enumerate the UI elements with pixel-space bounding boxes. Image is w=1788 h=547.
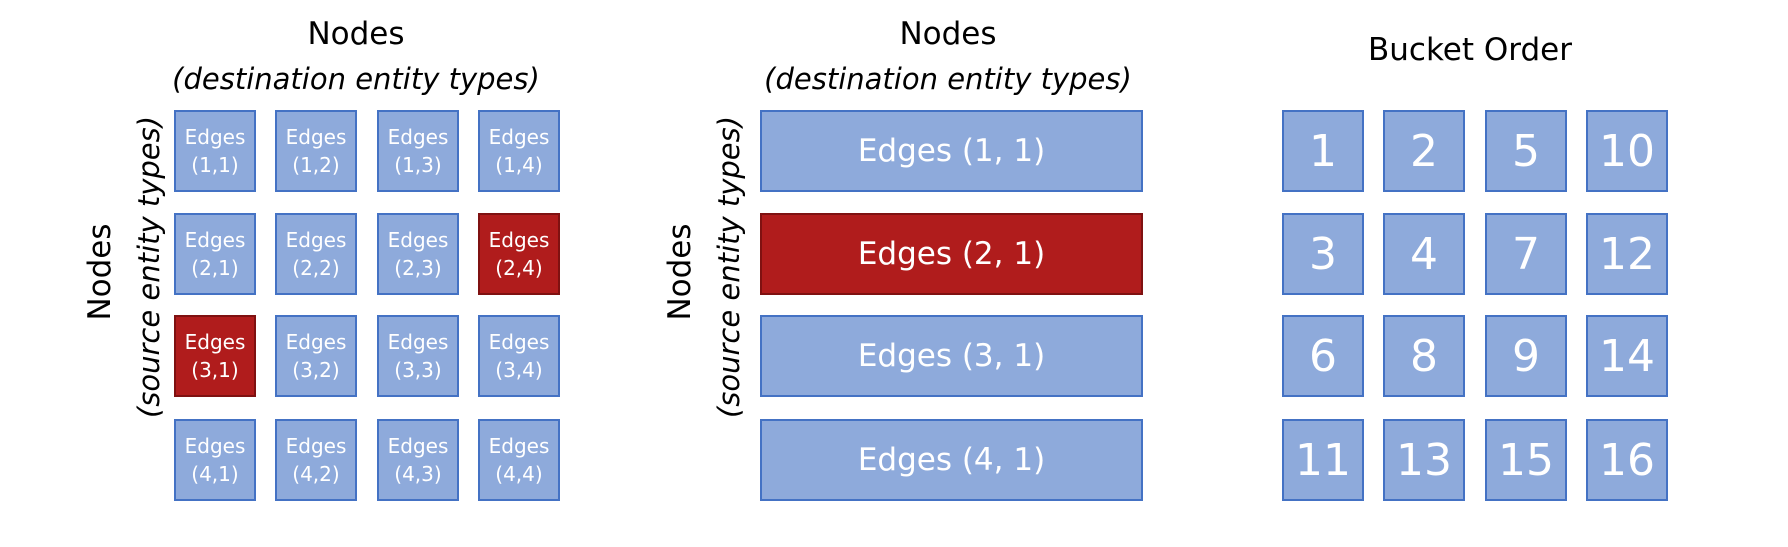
edge-cell-label: Edges [488, 434, 550, 458]
edge-row: Edges (1, 1) [760, 110, 1143, 192]
edge-cell-index: (4,3) [394, 462, 442, 486]
bucket-number: 16 [1599, 434, 1655, 486]
edge-cell: Edges (1,2) [275, 110, 357, 192]
panel1-title: Nodes [307, 16, 405, 52]
bucket-cell: 11 [1282, 419, 1364, 501]
edge-row: Edges (3, 1) [760, 315, 1143, 397]
edge-cell-index: (3,4) [495, 358, 543, 382]
edge-cell-label: Edges [184, 125, 246, 149]
edge-cell-index: (2,2) [292, 256, 340, 280]
bucket-number: 4 [1410, 228, 1438, 280]
panel1-subtitle: (destination entity types) [172, 62, 540, 96]
bucket-number: 14 [1599, 330, 1655, 382]
edge-cell-label: Edges [285, 228, 347, 252]
edge-cell-label: Edges [387, 434, 449, 458]
panel1-ylabel: Nodes [82, 223, 118, 321]
edge-cell-label: Edges [488, 125, 550, 149]
edge-cell: Edges (1,4) [478, 110, 560, 192]
edge-cell-label: Edges [285, 330, 347, 354]
edge-cell: Edges (1,3) [377, 110, 459, 192]
bucket-number: 15 [1498, 434, 1554, 486]
edge-cell-label: Edges [184, 330, 246, 354]
bucket-cell: 8 [1383, 315, 1465, 397]
bucket-cell: 14 [1586, 315, 1668, 397]
edge-cell-label: Edges [488, 228, 550, 252]
edge-cell: Edges (3,4) [478, 315, 560, 397]
edge-cell-index: (4,4) [495, 462, 543, 486]
edge-row-label: Edges (1, 1) [857, 133, 1046, 169]
edge-cell-index: (1,3) [394, 153, 442, 177]
bucket-cell: 16 [1586, 419, 1668, 501]
edge-row-label: Edges (2, 1) [857, 236, 1046, 272]
bucket-number: 7 [1512, 228, 1540, 280]
edge-cell-index: (3,1) [191, 358, 239, 382]
bucket-number: 2 [1410, 125, 1438, 177]
bucket-cell: 1 [1282, 110, 1364, 192]
bucket-number: 5 [1512, 125, 1540, 177]
bucket-number: 8 [1410, 330, 1438, 382]
edge-cell: Edges (2,4) [478, 213, 560, 295]
edge-cell-label: Edges [285, 434, 347, 458]
edge-cell-label: Edges [488, 330, 550, 354]
edge-cell-index: (2,4) [495, 256, 543, 280]
edge-cell: Edges (2,3) [377, 213, 459, 295]
edge-cell-index: (2,3) [394, 256, 442, 280]
bucket-cell: 6 [1282, 315, 1364, 397]
bucket-cell: 2 [1383, 110, 1465, 192]
bucket-number: 11 [1295, 434, 1351, 486]
edge-cell: Edges (4,2) [275, 419, 357, 501]
edge-cell-index: (4,1) [191, 462, 239, 486]
edge-cell-index: (1,1) [191, 153, 239, 177]
panel1-ysub: (source entity types) [132, 115, 166, 419]
bucket-number: 6 [1309, 330, 1337, 382]
edge-cell-index: (1,2) [292, 153, 340, 177]
edge-row-label: Edges (4, 1) [857, 442, 1046, 478]
edge-cell-label: Edges [387, 125, 449, 149]
bucket-number: 13 [1396, 434, 1452, 486]
bucket-number: 9 [1512, 330, 1540, 382]
bucket-cell: 4 [1383, 213, 1465, 295]
panel2-title: Nodes [899, 16, 997, 52]
edge-cell: Edges (4,3) [377, 419, 459, 501]
edge-cell-label: Edges [285, 125, 347, 149]
edge-cell: Edges (4,1) [174, 419, 256, 501]
edge-cell: Edges (3,2) [275, 315, 357, 397]
panel2-subtitle: (destination entity types) [764, 62, 1132, 96]
bucket-cell: 15 [1485, 419, 1567, 501]
edge-row: Edges (2, 1) [760, 213, 1143, 295]
panel3-title: Bucket Order [1368, 32, 1572, 68]
edge-cell-index: (2,1) [191, 256, 239, 280]
bucket-number: 12 [1599, 228, 1655, 280]
edge-cell-label: Edges [387, 330, 449, 354]
edge-cell: Edges (1,1) [174, 110, 256, 192]
edge-cell-label: Edges [184, 228, 246, 252]
edge-cell-label: Edges [387, 228, 449, 252]
bucket-cell: 5 [1485, 110, 1567, 192]
edge-cell-label: Edges [184, 434, 246, 458]
panel2-ysub: (source entity types) [712, 115, 746, 419]
bucket-cell: 12 [1586, 213, 1668, 295]
edge-cell-index: (3,2) [292, 358, 340, 382]
edge-cell: Edges (3,3) [377, 315, 459, 397]
edge-cell: Edges (2,1) [174, 213, 256, 295]
edge-cell: Edges (4,4) [478, 419, 560, 501]
bucket-cell: 9 [1485, 315, 1567, 397]
edge-row: Edges (4, 1) [760, 419, 1143, 501]
bucket-cell: 7 [1485, 213, 1567, 295]
bucket-cell: 13 [1383, 419, 1465, 501]
bucket-number: 1 [1309, 125, 1337, 177]
edge-cell: Edges (2,2) [275, 213, 357, 295]
edge-row-label: Edges (3, 1) [857, 338, 1046, 374]
bucket-cell: 3 [1282, 213, 1364, 295]
edge-cell-index: (3,3) [394, 358, 442, 382]
edge-cell-index: (1,4) [495, 153, 543, 177]
bucket-number: 3 [1309, 228, 1337, 280]
bucket-number: 10 [1599, 125, 1655, 177]
edge-cell: Edges (3,1) [174, 315, 256, 397]
bucket-cell: 10 [1586, 110, 1668, 192]
panel2-ylabel: Nodes [662, 223, 698, 321]
edge-cell-index: (4,2) [292, 462, 340, 486]
